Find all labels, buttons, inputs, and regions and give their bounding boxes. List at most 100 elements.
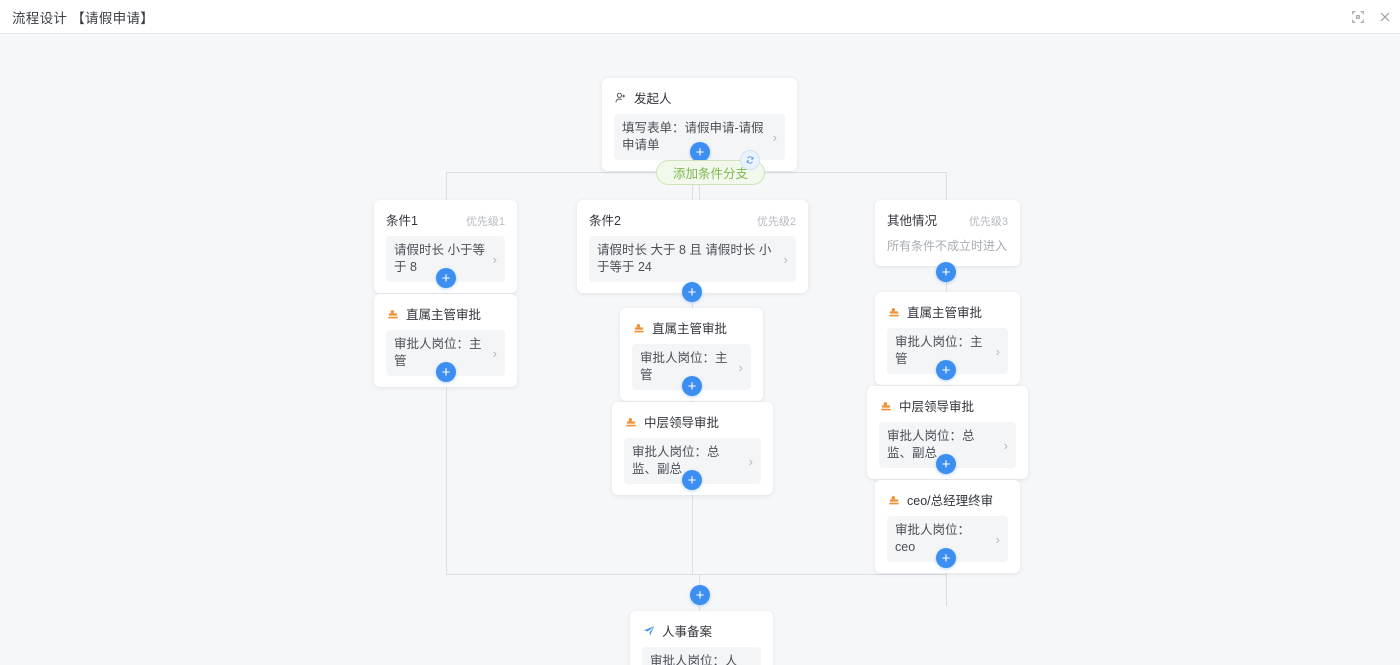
plus-icon: + [687,471,697,489]
plus-icon: + [941,455,951,473]
chevron-right-icon: › [492,251,497,267]
add-node-button-mid-1[interactable]: + [682,282,702,302]
plus-icon: + [695,586,705,604]
plus-icon: + [941,361,951,379]
add-node-button-mid-3[interactable]: + [682,470,702,490]
node-condition-3-title: 其他情况 [887,214,938,228]
node-approve-right-1-body-text: 审批人岗位：主管 [895,335,983,366]
flow-canvas[interactable]: 发起人 填写表单：请假申请-请假申请单 › + 添加条件分支 条件1 优先级1 [0,34,1400,665]
node-cc-end-header: 人事备案 [642,621,761,640]
branch-bottom-line [446,574,947,575]
node-approve-right-3-body-text: 审批人岗位：ceo [895,523,971,554]
close-icon[interactable] [1378,10,1392,24]
node-condition-2-body[interactable]: 请假时长 大于 8 且 请假时长 小于等于 24 › [589,236,796,282]
node-approve-right-2-body-text: 审批人岗位：总监、副总 [887,429,975,460]
node-start-header: 发起人 [614,88,785,107]
plus-icon: + [687,283,697,301]
stamp-icon [879,399,893,413]
add-node-button-right-4[interactable]: + [936,548,956,568]
node-approve-right-1-title: 直属主管审批 [907,306,983,320]
node-condition-3-body-text: 所有条件不成立时进入 [887,239,1008,253]
page-title: 流程设计 【请假申请】 [12,10,155,26]
node-approve-mid-2[interactable]: 中层领导审批 审批人岗位：总监、副总 › [612,402,773,495]
add-condition-branch-label: 添加条件分支 [673,167,749,181]
connector-line [692,522,693,574]
node-condition-1-body-text: 请假时长 小于等于 8 [394,243,485,274]
add-node-button-mid-2[interactable]: + [682,376,702,396]
node-approve-mid-1-title: 直属主管审批 [652,322,728,336]
stamp-icon [887,493,901,507]
node-condition-2-header: 条件2 优先级2 [589,210,796,229]
node-cc-end-title: 人事备案 [662,625,713,639]
connector-line [946,258,947,320]
node-approve-mid-1-body-text: 审批人岗位：主管 [640,351,728,382]
plus-icon: + [941,549,951,567]
chevron-right-icon: › [772,129,777,145]
plus-icon: + [441,269,451,287]
chevron-right-icon: › [995,343,1000,359]
node-condition-1-header: 条件1 优先级1 [386,210,505,229]
connector-line [446,422,447,574]
plus-icon: + [941,263,951,281]
node-condition-2-body-text: 请假时长 大于 8 且 请假时长 小于等于 24 [597,243,772,274]
add-node-button-start[interactable]: + [690,142,710,162]
node-approve-right-3-title: ceo/总经理终审 [907,494,994,508]
chevron-right-icon: › [738,359,743,375]
stamp-icon [632,321,646,335]
node-condition-2[interactable]: 条件2 优先级2 请假时长 大于 8 且 请假时长 小于等于 24 › [577,200,808,293]
node-cc-end-body[interactable]: 审批人岗位：人事 › [642,647,761,665]
header-actions [1351,0,1392,34]
header-bar: 流程设计 【请假申请】 [0,0,1400,34]
node-approve-right-2-title: 中层领导审批 [899,400,975,414]
sync-icon[interactable] [740,150,760,170]
stamp-icon [624,415,638,429]
plus-icon: + [441,363,451,381]
add-node-button-left-2[interactable]: + [436,362,456,382]
add-node-button-end[interactable]: + [690,585,710,605]
plus-icon: + [687,377,697,395]
chevron-right-icon: › [748,453,753,469]
stamp-icon [887,305,901,319]
node-approve-mid-1-body[interactable]: 审批人岗位：主管 › [632,344,751,390]
node-approve-right-3-header: ceo/总经理终审 [887,490,1008,509]
node-approve-left-1-header: 直属主管审批 [386,304,505,323]
add-condition-branch-button[interactable]: 添加条件分支 [656,160,766,185]
node-condition-3-body: 所有条件不成立时进入 [887,236,1008,255]
chevron-right-icon: › [749,662,753,665]
node-start-body-text: 填写表单：请假申请-请假申请单 [622,121,764,152]
expand-icon[interactable] [1351,10,1365,24]
node-condition-2-title: 条件2 [589,214,621,228]
add-node-button-right-3[interactable]: + [936,454,956,474]
stamp-icon [386,307,400,321]
add-node-button-right-2[interactable]: + [936,360,956,380]
send-icon [642,624,656,638]
node-condition-2-priority: 优先级2 [756,216,796,228]
chevron-right-icon: › [1003,437,1008,453]
node-cc-end-body-text: 审批人岗位：人事 [650,654,738,665]
chevron-right-icon: › [492,345,497,361]
node-condition-3-header: 其他情况 优先级3 [887,210,1008,229]
chevron-right-icon: › [783,251,788,267]
connector-line [946,172,947,200]
node-approve-mid-1[interactable]: 直属主管审批 审批人岗位：主管 › [620,308,763,401]
node-condition-1-title: 条件1 [386,214,418,228]
node-approve-left-1-body-text: 审批人岗位：主管 [394,337,482,368]
node-condition-3-priority: 优先级3 [968,216,1008,228]
connector-line [692,172,693,200]
plus-icon: + [695,143,705,161]
node-condition-3[interactable]: 其他情况 优先级3 所有条件不成立时进入 [875,200,1020,266]
node-approve-left-1-title: 直属主管审批 [406,308,482,322]
node-start-title: 发起人 [634,92,672,106]
connector-line [446,172,447,200]
node-approve-right-1-header: 直属主管审批 [887,302,1008,321]
node-condition-1-priority: 优先级1 [465,216,505,228]
add-node-button-right-1[interactable]: + [936,262,956,282]
node-approve-mid-2-body-text: 审批人岗位：总监、副总 [632,445,720,476]
node-approve-right-2-header: 中层领导审批 [879,396,1016,415]
connector-line [946,544,947,606]
add-node-button-left-1[interactable]: + [436,268,456,288]
chevron-right-icon: › [995,531,1000,547]
connector-line [446,362,447,424]
node-cc-end[interactable]: 人事备案 审批人岗位：人事 › [630,611,773,665]
